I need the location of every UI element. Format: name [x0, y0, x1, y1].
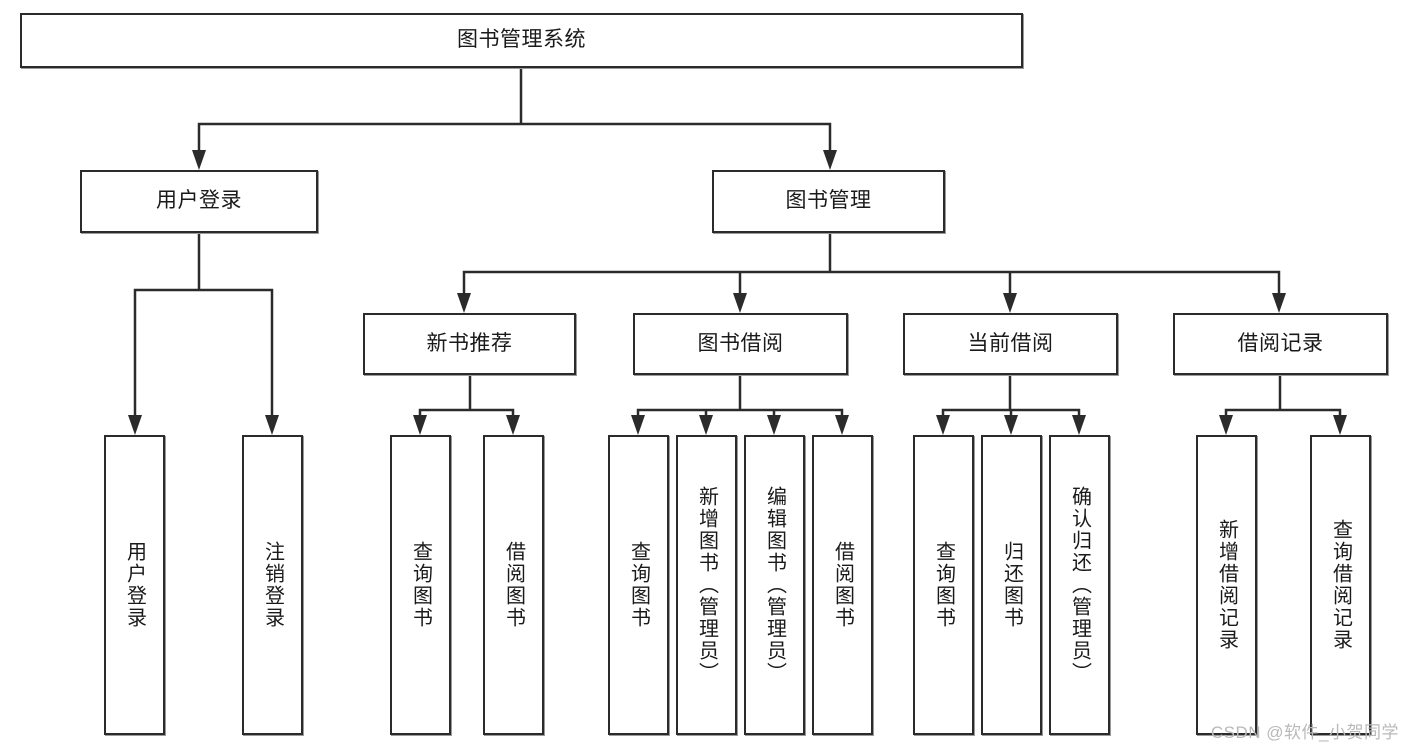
node-borrow-record[interactable]: 借阅记录	[1173, 313, 1388, 375]
node-leaf-query-book-1[interactable]: 查询图书	[390, 435, 451, 735]
arrowhead-a-leaf-8	[835, 415, 849, 435]
node-leaf-borrow-book-2[interactable]: 借阅图书	[812, 435, 873, 735]
node-leaf-borrow-book-1[interactable]: 借阅图书	[483, 435, 544, 735]
node-leaf-return-book[interactable]: 归还图书	[981, 435, 1042, 735]
node-leaf-logout[interactable]: 注销登录	[242, 435, 303, 735]
connector-c-bookmanage-split	[462, 231, 1281, 299]
node-root[interactable]: 图书管理系统	[20, 13, 1023, 68]
node-user-login-label: 用户登录	[156, 189, 242, 213]
arrowhead-a-leaf-10	[1004, 415, 1018, 435]
node-leaf-edit-book[interactable]: 编辑图书（管理员）	[744, 435, 805, 735]
node-leaf-logout-label: 注销登录	[261, 541, 284, 629]
node-leaf-query-book-3-label: 查询图书	[932, 541, 955, 629]
node-borrow-record-label: 借阅记录	[1237, 331, 1324, 355]
node-user-login[interactable]: 用户登录	[80, 170, 318, 233]
node-leaf-add-book-label: 新增图书（管理员）	[695, 486, 718, 684]
node-new-book-recommend-label: 新书推荐	[426, 331, 513, 355]
node-leaf-query-book-1-label: 查询图书	[409, 541, 432, 629]
arrowhead-a-user-login	[192, 150, 206, 170]
node-leaf-query-book-3[interactable]: 查询图书	[913, 435, 974, 735]
arrowhead-a-current	[1003, 293, 1017, 313]
node-leaf-return-book-label: 归还图书	[1000, 541, 1023, 629]
node-leaf-add-record[interactable]: 新增借阅记录	[1196, 435, 1257, 735]
node-leaf-query-book-2-label: 查询图书	[627, 541, 650, 629]
node-leaf-confirm-return[interactable]: 确认归还（管理员）	[1049, 435, 1110, 735]
node-book-borrow[interactable]: 图书借阅	[633, 313, 848, 375]
connector-c-root-split	[197, 66, 832, 156]
connector-c-borrow-split	[636, 373, 844, 421]
node-book-borrow-label: 图书借阅	[697, 331, 784, 355]
arrowhead-a-leaf-11	[1072, 415, 1086, 435]
node-current-borrow-label: 当前借阅	[967, 331, 1054, 355]
node-book-manage-label: 图书管理	[785, 189, 872, 213]
connector-c-record-split	[1224, 373, 1342, 421]
arrowhead-a-recommend	[457, 293, 471, 313]
node-leaf-query-record[interactable]: 查询借阅记录	[1310, 435, 1371, 735]
node-leaf-user-login-label: 用户登录	[123, 541, 146, 629]
arrowhead-a-leaf-13	[1333, 415, 1347, 435]
arrowhead-a-record	[1272, 293, 1286, 313]
node-leaf-confirm-return-label: 确认归还（管理员）	[1068, 486, 1091, 684]
node-leaf-borrow-book-1-label: 借阅图书	[502, 541, 525, 629]
arrowhead-a-leaf-12	[1219, 415, 1233, 435]
arrowhead-a-leaf-2	[265, 415, 279, 435]
arrowhead-a-leaf-7	[767, 415, 781, 435]
node-current-borrow[interactable]: 当前借阅	[903, 313, 1118, 375]
node-leaf-borrow-book-2-label: 借阅图书	[831, 541, 854, 629]
node-root-label: 图书管理系统	[457, 28, 586, 52]
arrowhead-a-book-manage	[823, 150, 837, 170]
node-leaf-user-login[interactable]: 用户登录	[104, 435, 165, 735]
arrowhead-a-leaf-6	[699, 415, 713, 435]
arrowhead-a-borrow	[733, 293, 747, 313]
connector-c-userlogin-split	[133, 231, 274, 421]
watermark: CSDN @软件_小贺同学	[1210, 723, 1399, 742]
arrowhead-a-leaf-5	[631, 415, 645, 435]
node-leaf-query-record-label: 查询借阅记录	[1329, 519, 1352, 651]
node-leaf-edit-book-label: 编辑图书（管理员）	[763, 486, 786, 684]
arrowhead-a-leaf-3	[413, 415, 427, 435]
node-leaf-add-book[interactable]: 新增图书（管理员）	[676, 435, 737, 735]
node-leaf-query-book-2[interactable]: 查询图书	[608, 435, 669, 735]
arrowhead-a-leaf-9	[936, 415, 950, 435]
node-leaf-add-record-label: 新增借阅记录	[1215, 519, 1238, 651]
arrowhead-a-leaf-1	[128, 415, 142, 435]
node-book-manage[interactable]: 图书管理	[712, 170, 945, 233]
connector-c-current-split	[941, 373, 1081, 421]
node-new-book-recommend[interactable]: 新书推荐	[363, 313, 576, 375]
arrowhead-a-leaf-4	[506, 415, 520, 435]
connector-c-recommend-split	[418, 373, 515, 421]
